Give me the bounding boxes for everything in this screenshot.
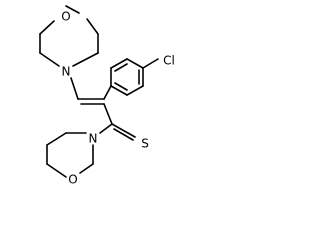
chlorophenyl-ring xyxy=(110,58,144,96)
bond xyxy=(65,5,80,14)
atom-oxygen-top: O xyxy=(61,10,70,24)
atom-nitrogen-bottom: N xyxy=(89,132,98,146)
bond-to-chlorine xyxy=(142,58,159,69)
bond xyxy=(39,52,60,67)
bond xyxy=(110,85,128,96)
bond xyxy=(86,18,99,35)
bond xyxy=(110,58,128,69)
structure-diagram: O N Cl S N O xyxy=(39,5,175,187)
bond xyxy=(46,163,67,178)
atom-sulfur: S xyxy=(141,137,149,151)
bond xyxy=(72,52,99,67)
bond xyxy=(114,63,128,72)
morpholine-ring-bottom xyxy=(46,132,94,178)
bond xyxy=(113,128,134,141)
bond-to-thiocarbonyl xyxy=(103,103,113,125)
bond-n-vinyl xyxy=(70,77,79,100)
atom-nitrogen-top: N xyxy=(62,65,71,79)
bond xyxy=(111,123,136,138)
atom-chlorine: Cl xyxy=(163,54,175,68)
double-bond-vinyl xyxy=(77,98,105,105)
bond xyxy=(114,82,128,91)
bond xyxy=(79,163,94,174)
bond xyxy=(126,58,144,69)
bond xyxy=(126,85,144,96)
atom-oxygen-bottom: O xyxy=(68,173,77,187)
bond xyxy=(46,132,67,146)
morpholine-ring-top xyxy=(39,5,99,67)
bond-thiocarbonyl-n xyxy=(99,123,113,134)
bond-to-phenyl xyxy=(103,85,112,100)
double-bond-thione xyxy=(111,123,136,141)
bond xyxy=(39,20,55,35)
